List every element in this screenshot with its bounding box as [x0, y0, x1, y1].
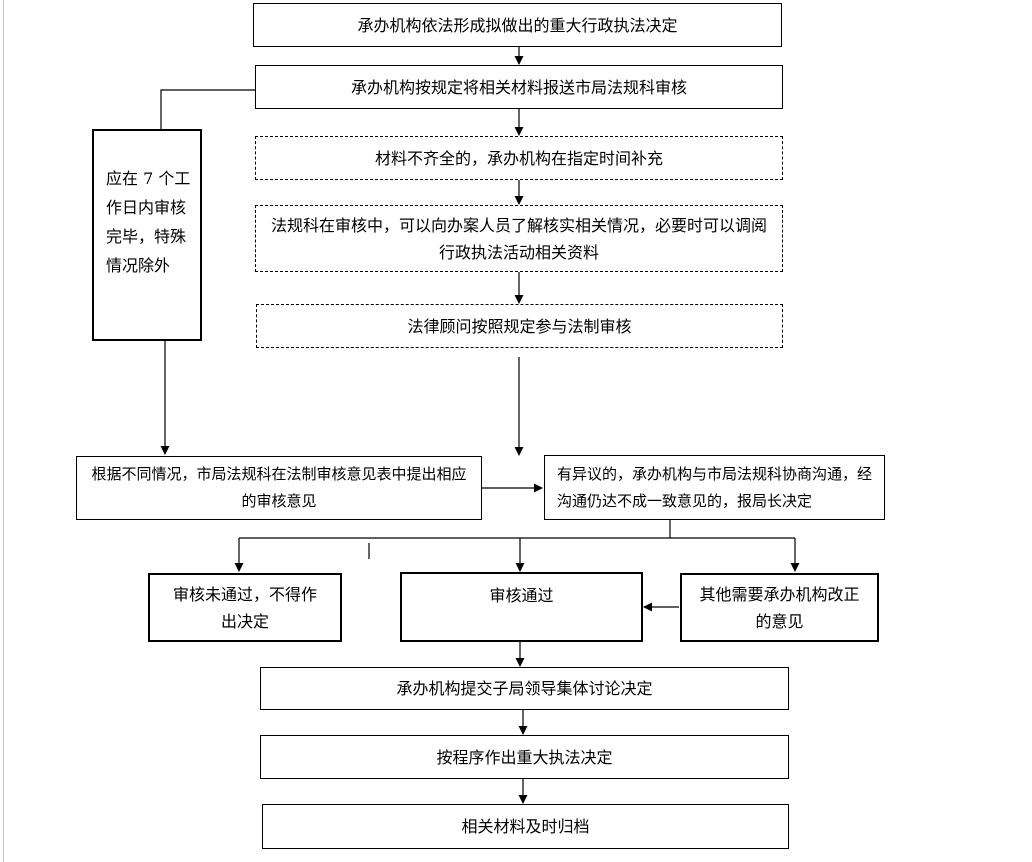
step-archive-materials: 相关材料及时归档: [262, 804, 789, 849]
step-collective-discussion: 承办机构提交子局领导集体讨论决定: [260, 667, 789, 710]
step-dispute-resolution-text: 有异议的，承办机构与市局法规科协商沟通，经沟通仍达不成一致意见的，报局长决定: [557, 464, 873, 510]
step-review-opinion-text: 根据不同情况，市局法规科在法制审核意见表中提出相应的审核意见: [91, 465, 467, 510]
step-dispute-resolution: 有异议的，承办机构与市局法规科协商沟通，经沟通仍达不成一致意见的，报局长决定: [544, 455, 885, 520]
step-form-decision-text: 承办机构依法形成拟做出的重大行政执法决定: [357, 15, 678, 35]
outcome-review-failed: 审核未通过，不得作出决定: [148, 573, 342, 642]
step-legal-advisor: 法律顾问按照规定参与法制审核: [256, 304, 783, 348]
step-submit-materials-text: 承办机构按规定将相关材料报送市局法规科审核: [350, 77, 687, 97]
step-supplement-materials: 材料不齐全的，承办机构在指定时间补充: [255, 136, 783, 180]
side-note-time-limit-text: 应在 7 个工作日内审核完毕，特殊情况除外: [106, 169, 191, 275]
step-collective-discussion-text: 承办机构提交子局领导集体讨论决定: [396, 679, 653, 698]
step-form-decision: 承办机构依法形成拟做出的重大行政执法决定: [253, 3, 782, 47]
outcome-review-passed-text: 审核通过: [489, 586, 554, 605]
side-note-time-limit: 应在 7 个工作日内审核完毕，特殊情况除外: [92, 129, 202, 341]
page-left-rule: [3, 0, 4, 862]
step-supplement-materials-text: 材料不齐全的，承办机构在指定时间补充: [374, 148, 663, 168]
outcome-review-passed: 审核通过: [400, 572, 643, 642]
step-legal-advisor-text: 法律顾问按照规定参与法制审核: [407, 316, 632, 336]
step-review-opinion: 根据不同情况，市局法规科在法制审核意见表中提出相应的审核意见: [76, 456, 482, 520]
step-archive-materials-text: 相关材料及时归档: [461, 817, 590, 836]
step-review-verify: 法规科在审核中，可以向办案人员了解核实相关情况，必要时可以调阅行政执法活动相关资…: [255, 205, 783, 272]
outcome-other-corrections: 其他需要承办机构改正的意见: [680, 573, 879, 642]
step-make-decision-text: 按程序作出重大执法决定: [436, 747, 613, 767]
step-submit-materials: 承办机构按规定将相关材料报送市局法规科审核: [255, 65, 783, 109]
step-make-decision: 按程序作出重大执法决定: [260, 735, 789, 779]
outcome-review-failed-text: 审核未通过，不得作出决定: [172, 584, 317, 631]
branch-s2-to-side: [160, 89, 255, 129]
step-review-verify-text: 法规科在审核中，可以向办案人员了解核实相关情况，必要时可以调阅行政执法活动相关资…: [270, 215, 767, 262]
outcome-other-corrections-text: 其他需要承办机构改正的意见: [699, 584, 860, 631]
